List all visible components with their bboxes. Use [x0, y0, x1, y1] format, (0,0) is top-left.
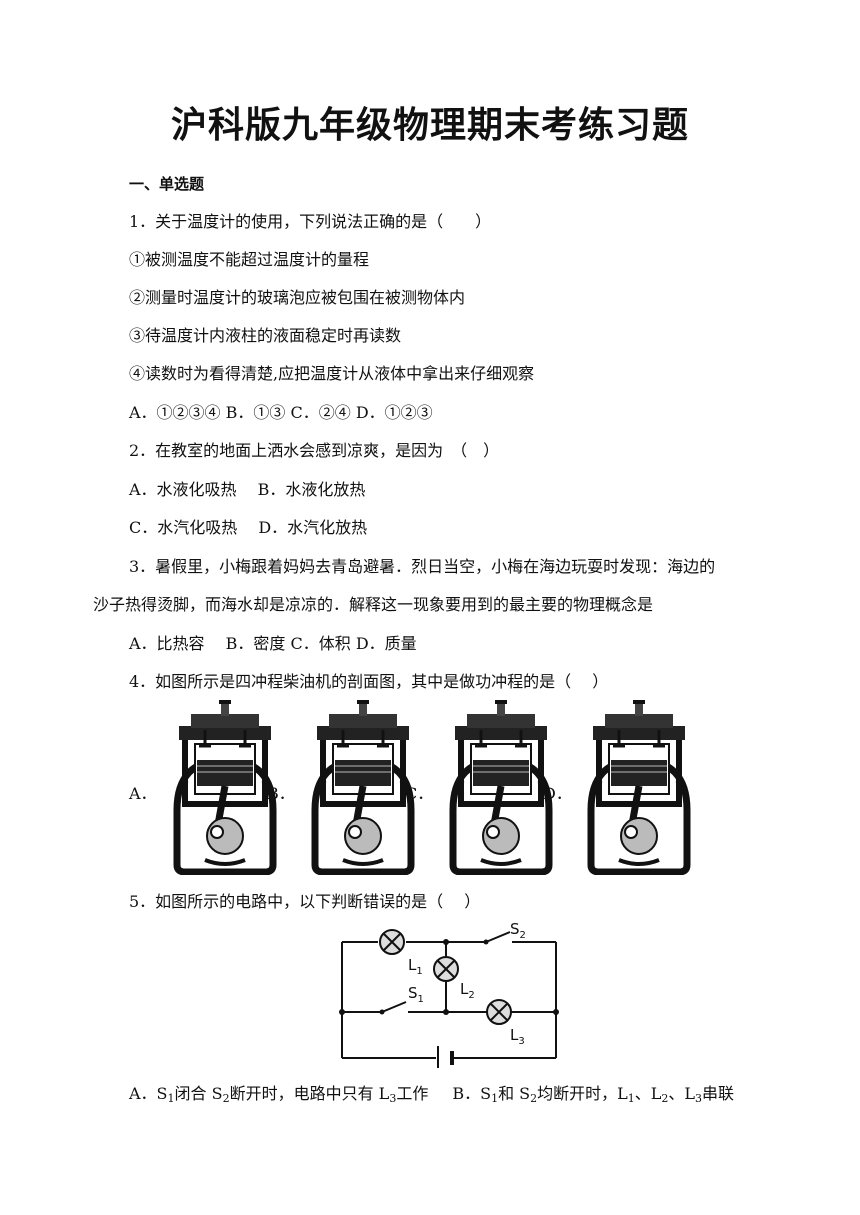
question-2-stem: 2．在教室的地面上洒水会感到凉爽，是因为 （ ）: [129, 441, 500, 460]
section-heading: 一、单选题: [129, 175, 205, 193]
question-3-options: A．比热容 B．密度 C．体积 D．质量: [129, 634, 417, 653]
engine-d-diagram: [569, 700, 709, 875]
question-1-options: A．①②③④ B．①③ C．②④ D．①②③: [129, 403, 433, 422]
question-1-statement-2: ②测量时温度计的玻璃泡应被包围在被测物体内: [129, 288, 466, 307]
page-title: 沪科版九年级物理期末考练习题: [170, 105, 689, 146]
label-l2: L2: [460, 980, 475, 1001]
question-2-options-cd: C．水汽化吸热 D．水汽化放热: [129, 518, 368, 537]
label-l3: L3: [510, 1026, 525, 1047]
question-2-options-ab: A．水液化吸热 B．水液化放热: [129, 480, 366, 499]
lamp-l3: [486, 999, 512, 1025]
label-s1: S1: [408, 984, 424, 1005]
question-1-stem: 1．关于温度计的使用，下列说法正确的是（ ）: [129, 212, 492, 231]
engine-option-b-label: B．: [267, 784, 295, 803]
engine-option-d-label: D．: [543, 784, 572, 803]
question-4-stem: 4．如图所示是四冲程柴油机的剖面图，其中是做功冲程的是（ ）: [129, 672, 609, 691]
engine-figures: A． B． C． D．: [129, 700, 769, 875]
lamp-l2: [433, 956, 459, 982]
battery: [437, 1046, 454, 1068]
question-5-options-row: A．S1闭合 S2断开时，电路中只有 L3工作 B．S1和 S2均断开时，L1、L…: [129, 1080, 734, 1105]
question-3-stem-line-1: 3．暑假里，小梅跟着妈妈去青岛避暑．烈日当空，小梅在海边玩耍时发现：海边的: [129, 557, 716, 576]
question-5-stem: 5．如图所示的电路中，以下判断错误的是（ ）: [129, 892, 481, 911]
engine-option-c-label: C．: [405, 784, 434, 803]
question-1-statement-4: ④读数时为看得清楚,应把温度计从液体中拿出来仔细观察: [129, 364, 535, 383]
engine-option-a-label: A．: [129, 784, 157, 803]
label-s2: S2: [510, 920, 526, 941]
label-l1: L1: [408, 956, 423, 977]
question-1-statement-1: ①被测温度不能超过温度计的量程: [129, 250, 370, 269]
lamp-l1: [379, 929, 405, 955]
question-5-option-a: A．S1闭合 S2断开时，电路中只有 L3工作: [129, 1084, 429, 1105]
circuit-diagram: S2 L1 L2 S1 L3: [339, 920, 559, 1068]
question-1-statement-3: ③待温度计内液柱的液面稳定时再读数: [129, 326, 402, 345]
question-3-stem-line-2: 沙子热得烫脚，而海水却是凉凉的．解释这一现象要用到的最主要的物理概念是: [93, 595, 654, 614]
question-5-option-b: B．S1和 S2均断开时，L1、L2、L3串联: [452, 1084, 735, 1105]
